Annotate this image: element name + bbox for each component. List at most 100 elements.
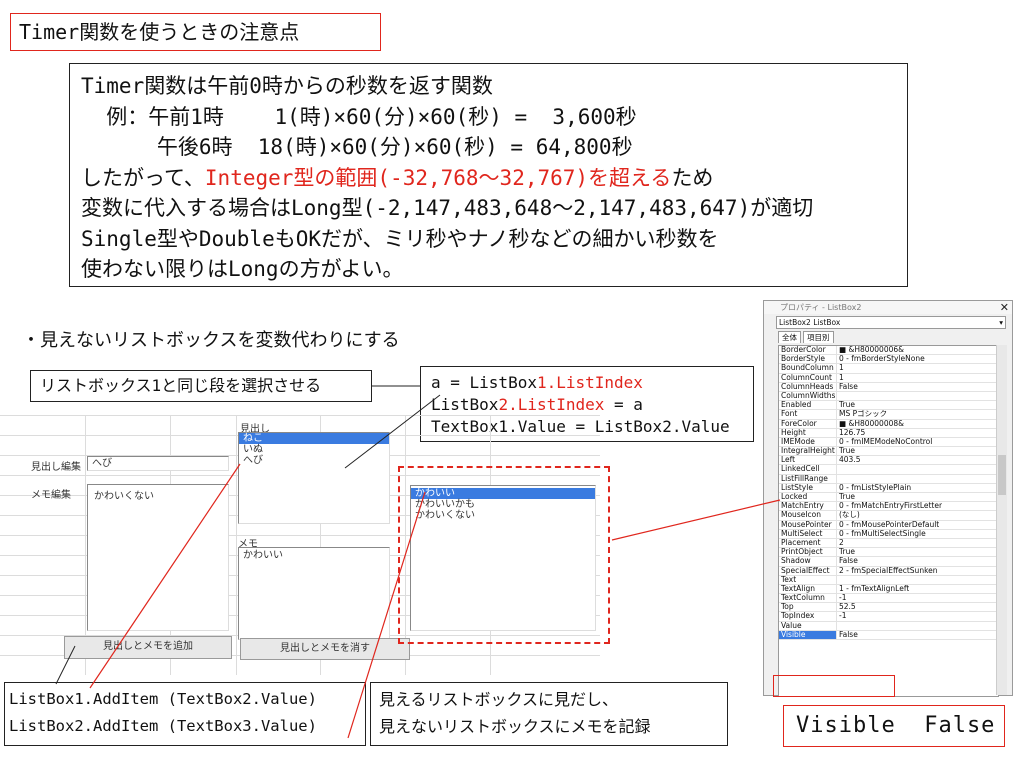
- property-row[interactable]: TextColumn-1: [779, 594, 998, 604]
- scrollbar-thumb[interactable]: [998, 455, 1006, 495]
- property-row[interactable]: MouseIcon(なし): [779, 511, 998, 521]
- property-row[interactable]: ColumnWidths: [779, 391, 998, 402]
- memo-edit-label: メモ編集: [31, 490, 71, 501]
- visible-listbox-1[interactable]: ねこ いぬ へび: [238, 432, 390, 524]
- property-value[interactable]: 0 - fmBorderStyleNone: [839, 355, 925, 364]
- list-item[interactable]: いぬ: [243, 444, 263, 455]
- property-row[interactable]: ListFillRange: [779, 474, 998, 484]
- property-value[interactable]: 0 - fmIMEModeNoControl: [839, 437, 933, 446]
- property-value[interactable]: MS Pゴシック: [839, 410, 888, 419]
- property-name: MultiSelect: [779, 529, 837, 538]
- property-value[interactable]: True: [839, 401, 855, 410]
- code-line-2-highlight: 2.ListIndex: [498, 395, 605, 414]
- properties-scrollbar[interactable]: [996, 345, 1007, 695]
- property-row[interactable]: Value: [779, 621, 998, 631]
- tab-category[interactable]: 項目別: [803, 331, 834, 343]
- property-value[interactable]: -1: [839, 594, 847, 603]
- property-row[interactable]: LinkedCell: [779, 465, 998, 475]
- property-value[interactable]: 1: [839, 373, 844, 382]
- property-value[interactable]: [837, 622, 839, 630]
- section-subtitle: ・見えないリストボックスを変数代わりにする: [22, 330, 400, 351]
- property-value[interactable]: True: [839, 447, 855, 456]
- property-value[interactable]: 0 - fmMatchEntryFirstLetter: [839, 502, 943, 511]
- property-value[interactable]: 403.5: [839, 456, 861, 465]
- list-item[interactable]: かわいいかも: [415, 499, 475, 510]
- property-value[interactable]: 126.75: [839, 428, 866, 437]
- property-name: Enabled: [779, 401, 837, 410]
- list-item[interactable]: ねこ: [239, 433, 389, 444]
- property-value[interactable]: 2: [839, 538, 844, 547]
- property-row[interactable]: ForeColor■ &H80000008&: [779, 419, 998, 429]
- property-name: Height: [779, 428, 837, 437]
- property-name: Value: [779, 621, 837, 630]
- property-value[interactable]: 0 - fmMultiSelectSingle: [839, 529, 926, 538]
- property-value[interactable]: ■ &H80000006&: [839, 346, 904, 354]
- tab-all[interactable]: 全体: [778, 331, 801, 343]
- property-value[interactable]: False: [839, 630, 858, 639]
- property-value[interactable]: 0 - fmListStylePlain: [839, 483, 912, 492]
- property-name: Visible: [779, 630, 837, 639]
- property-value[interactable]: [837, 465, 839, 473]
- property-value[interactable]: True: [839, 548, 855, 557]
- property-value[interactable]: 52.5: [839, 603, 856, 612]
- heading-edit-textbox[interactable]: へび: [87, 456, 229, 471]
- code-line-2b: = a: [604, 395, 643, 414]
- chevron-down-icon[interactable]: ▾: [999, 318, 1003, 327]
- grid-column-line: [236, 415, 237, 675]
- property-value[interactable]: [837, 392, 839, 400]
- property-value[interactable]: -1: [839, 612, 847, 621]
- visible-listbox-2[interactable]: かわいい: [238, 547, 390, 640]
- list-item[interactable]: かわいい: [243, 550, 283, 561]
- property-value[interactable]: False: [839, 557, 858, 566]
- list2-caption: メモ: [238, 539, 258, 550]
- property-name: Text: [779, 575, 837, 584]
- list1-caption: 見出し: [240, 424, 270, 435]
- add-heading-memo-button[interactable]: 見出しとメモを追加: [64, 636, 232, 659]
- property-value[interactable]: 1: [839, 364, 844, 373]
- property-value[interactable]: 0 - fmMousePointerDefault: [839, 520, 940, 529]
- property-value[interactable]: (なし): [839, 511, 860, 520]
- close-icon[interactable]: ✕: [999, 301, 1009, 314]
- memo-edit-textbox[interactable]: かわいくない: [87, 484, 229, 631]
- list-item[interactable]: へび: [243, 455, 263, 466]
- property-value[interactable]: 2 - fmSpecialEffectSunken: [839, 566, 938, 575]
- property-value[interactable]: 1 - fmTextAlignLeft: [839, 584, 910, 593]
- property-row[interactable]: Text: [779, 575, 998, 585]
- page-title: Timer関数を使うときの注意点: [10, 13, 381, 51]
- property-name: BorderColor: [779, 346, 837, 355]
- property-value[interactable]: False: [839, 382, 858, 391]
- property-value[interactable]: True: [839, 493, 855, 501]
- property-row[interactable]: BorderColor■ &H80000006&: [779, 346, 998, 356]
- note-line-7: 使わない限りはLongの方がよい。: [81, 257, 404, 281]
- property-row[interactable]: TopIndex-1: [779, 612, 998, 622]
- object-selector[interactable]: ListBox2 ListBox▾: [776, 316, 1006, 329]
- property-value[interactable]: [837, 576, 839, 584]
- list-item[interactable]: かわいい: [411, 488, 595, 499]
- delete-heading-memo-button[interactable]: 見出しとメモを消す: [240, 638, 410, 660]
- list-item[interactable]: かわいくない: [415, 510, 475, 521]
- property-value[interactable]: ■ &H80000008&: [839, 419, 904, 428]
- property-value[interactable]: [837, 475, 839, 483]
